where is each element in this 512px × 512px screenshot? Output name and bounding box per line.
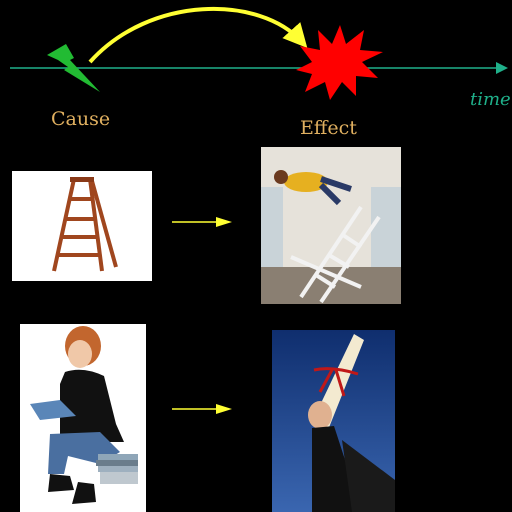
person-falling-off-ladder-photo (261, 147, 401, 304)
row1-arrow (172, 217, 232, 227)
row2-arrow (172, 404, 232, 414)
timeline-diagram (10, 6, 508, 100)
cause-effect-curve-arrow (88, 6, 308, 64)
ladder-photo (12, 171, 152, 281)
diploma-photo (272, 330, 395, 512)
explosion-icon (296, 25, 383, 100)
woman-studying-photo (20, 324, 146, 512)
lightning-icon (47, 44, 100, 92)
time-label: time (470, 89, 511, 110)
effect-label: Effect (300, 117, 357, 139)
cause-label: Cause (51, 108, 111, 130)
